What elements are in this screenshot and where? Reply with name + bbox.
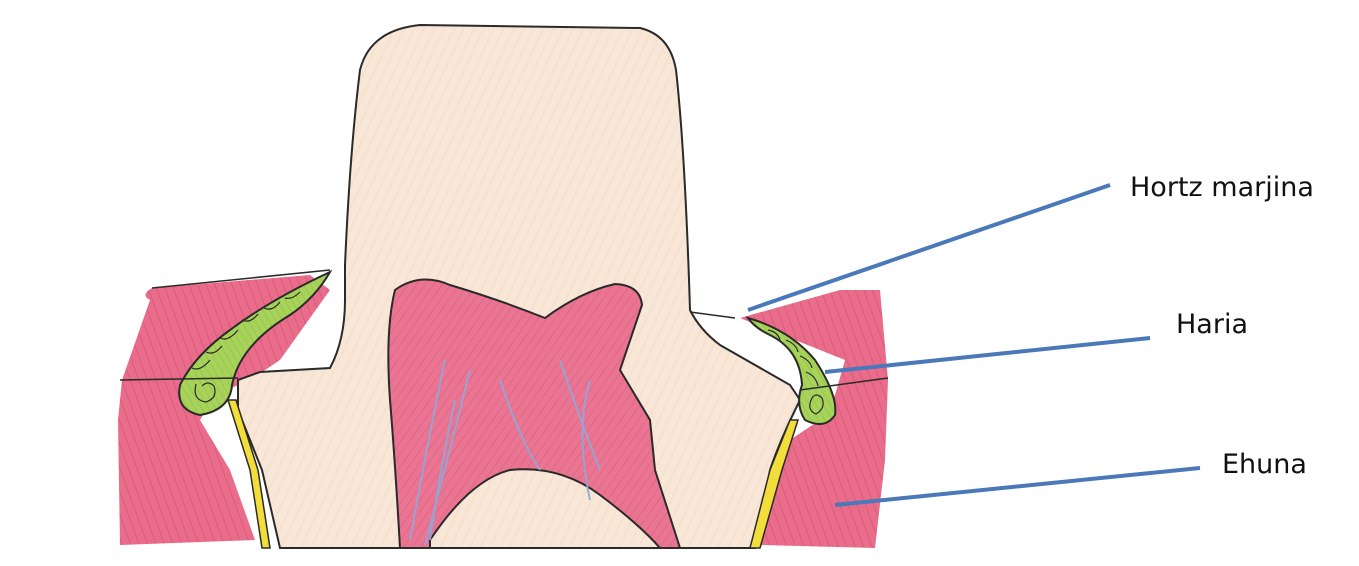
leader-hortz bbox=[748, 185, 1110, 310]
leader-ehuna bbox=[835, 468, 1200, 505]
label-tissue: Ehuna bbox=[1222, 451, 1307, 478]
label-enamel: Hortz marjina bbox=[1130, 174, 1314, 201]
label-thread: Haria bbox=[1176, 311, 1248, 338]
